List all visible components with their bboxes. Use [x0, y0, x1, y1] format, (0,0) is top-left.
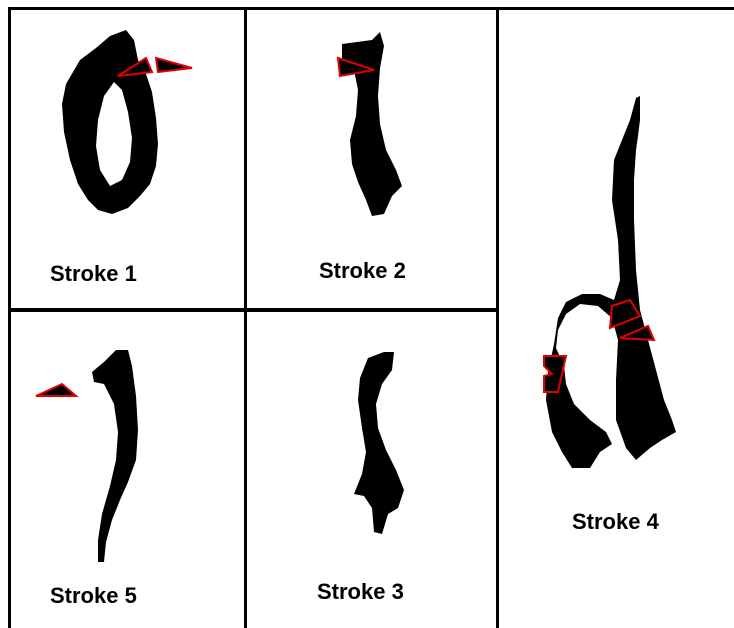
stroke-5-shape [36, 350, 138, 562]
stroke-5-label: Stroke 5 [50, 583, 137, 609]
stroke-3-label: Stroke 3 [317, 579, 404, 605]
stroke-4-shape [544, 96, 676, 468]
stroke-4-label: Stroke 4 [572, 509, 659, 535]
stroke-2-shape [338, 32, 402, 216]
stroke-3-shape [354, 352, 404, 534]
stroke-1-label: Stroke 1 [50, 261, 137, 287]
stroke-2-label: Stroke 2 [319, 258, 406, 284]
stroke-1-shape [62, 30, 192, 214]
